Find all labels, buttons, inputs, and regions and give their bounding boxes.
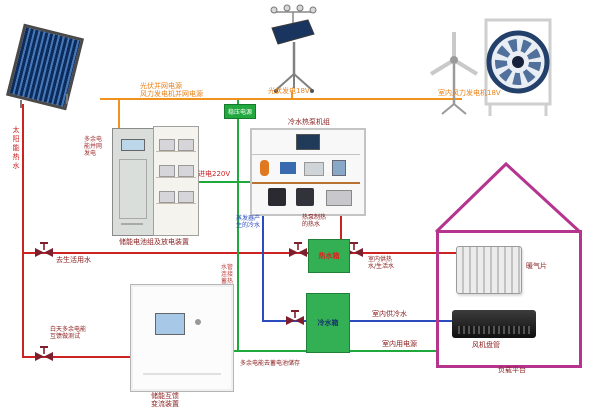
pipe-hot-heatpump [340, 212, 342, 242]
pipe-hot-bottom [22, 356, 132, 358]
house-roof [434, 161, 582, 234]
label-pv-generation: 光伏发电18V [268, 87, 310, 95]
label-cold-tank: 冷水箱 [317, 319, 339, 327]
voltage-stabilizer-box: 稳压电源 [224, 104, 256, 119]
label-day-surplus: 白天多余电能互馈做测试 [50, 326, 87, 340]
label-mains-220v: 进电220V [198, 170, 231, 178]
label-load-platform: 负载平台 [498, 366, 526, 374]
pipe-cold-vertical [262, 212, 264, 322]
fan-coil-icon [452, 310, 536, 338]
valve-icon [286, 310, 304, 325]
label-stabilizer: 稳压电源 [227, 109, 252, 116]
wire-power-bus [100, 98, 462, 100]
label-domestic-water: 去生活用水 [56, 256, 91, 264]
label-evaporator-cold: 蒸发器产生的冷水 [236, 215, 261, 229]
label-indoor-power: 室内用电源 [382, 340, 417, 348]
wire-bus-to-cabinet [118, 100, 120, 128]
label-pv-grid-power: 光伏并网电源 [140, 82, 182, 90]
wind-generator-icon [429, 18, 552, 116]
label-indoor-hot-water: 室内供热水/生活水 [368, 256, 395, 270]
label-wind-grid-power: 风力发电机并网电源 [140, 90, 203, 98]
hot-water-tank: 热水箱 [308, 239, 350, 273]
label-wind-generation: 室内风力发电机18V [438, 89, 501, 97]
wire-electric-vertical [237, 100, 239, 351]
pipe-hot-vertical-left [22, 104, 24, 358]
label-battery-charge: 多余电能去蓄电池储存 [240, 360, 301, 367]
battery-cabinet-left [112, 128, 154, 236]
inverter-cabinet [130, 284, 234, 392]
house-outline [436, 230, 582, 368]
valve-icon [35, 242, 53, 257]
label-indoor-cold-water: 室内供冷水 [372, 310, 407, 318]
label-battery-cabinet: 储能电池组及放电装置 [119, 238, 189, 246]
label-solar-hot-water: 太阳能热水 [12, 126, 20, 171]
pipe-cold-to-tank [262, 320, 306, 322]
label-heat-pump: 冷水热泵机组 [288, 118, 330, 126]
solar-collector-icon [5, 23, 85, 111]
wire-bus-to-pv [291, 92, 293, 100]
cold-water-tank: 冷水箱 [306, 293, 350, 353]
pipe-hot-main [22, 252, 470, 254]
pipe-cold-to-house [348, 320, 458, 322]
battery-cabinet-right [153, 126, 199, 236]
label-heatpump-hot: 热泵制热的热水 [302, 214, 327, 228]
label-surplus-grid: 多余电能并网发电 [84, 136, 103, 157]
wire-220v [197, 181, 253, 183]
label-fan-coil: 风机盘管 [472, 341, 500, 349]
label-hot-tank: 热水箱 [318, 252, 340, 260]
heat-pump-unit [250, 128, 366, 216]
valve-icon [35, 346, 53, 361]
label-inverter-cabinet: 储能互馈变流装置 [151, 392, 179, 408]
pv-tracker-icon [270, 4, 317, 93]
label-radiator: 暖气片 [526, 262, 547, 270]
valve-icon [289, 242, 307, 257]
radiator-icon [456, 246, 522, 294]
